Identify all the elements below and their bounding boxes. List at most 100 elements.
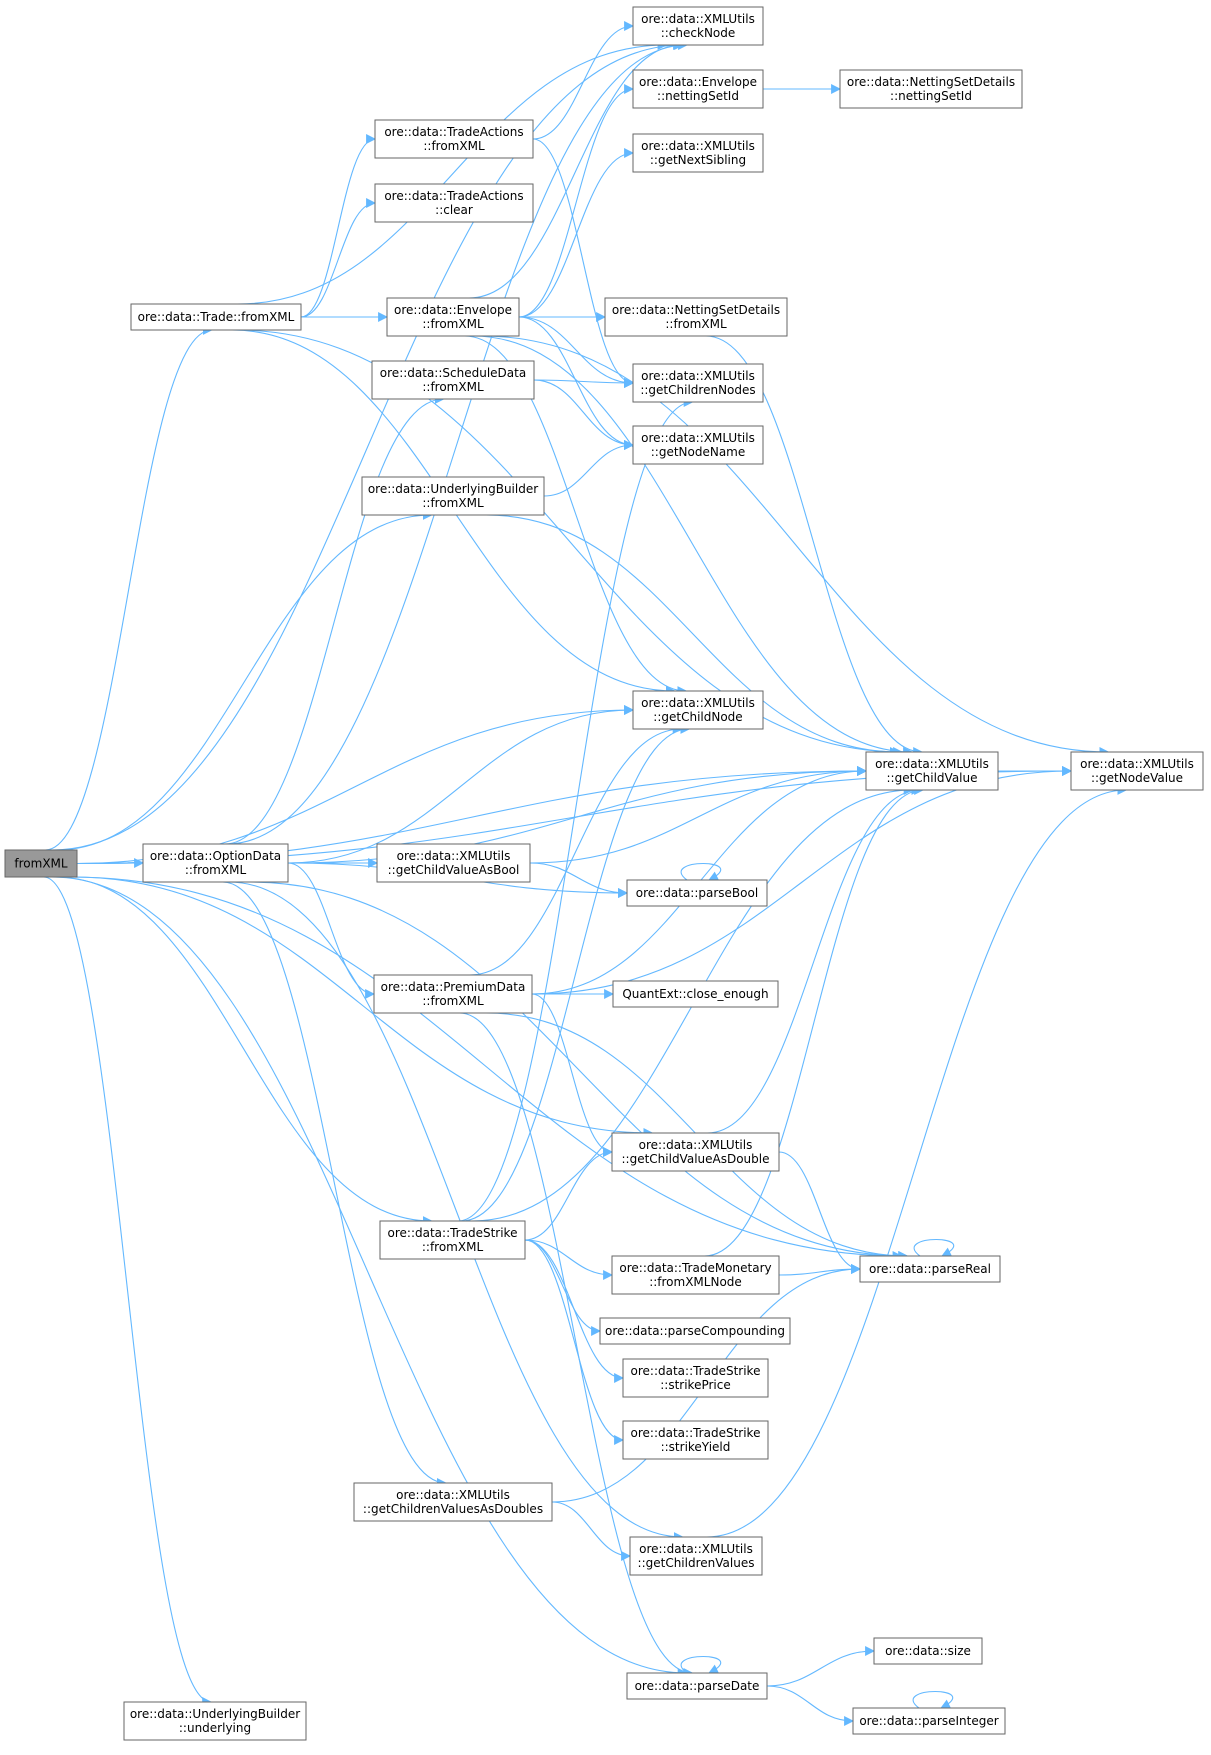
edge-taFromXML-to-getChildrenNodes (532, 138, 634, 388)
node-box (873, 1637, 983, 1665)
node-box (123, 1701, 307, 1741)
edge-tsFromXML-to-strikePrice (524, 1239, 624, 1383)
node-label: ore::data::XMLUtils (641, 369, 755, 383)
node-label: ore::data::XMLUtils (639, 1542, 753, 1556)
node-nsdNettingSetId[interactable]: ore::data::NettingSetDetails::nettingSet… (839, 69, 1023, 109)
edge-getChildValueAsBool-to-getChildValue (529, 766, 867, 864)
node-box (632, 133, 764, 173)
edge-odFromXML-to-getChildNode (287, 705, 634, 864)
node-tsFromXML[interactable]: ore::data::TradeStrike::fromXML (379, 1220, 526, 1260)
node-label: ore::data::TradeActions (384, 189, 523, 203)
node-label: ::nettingSetId (657, 89, 739, 103)
node-root[interactable]: fromXML (4, 849, 78, 878)
node-envNettingSetId[interactable]: ore::data::Envelope::nettingSetId (632, 69, 764, 109)
node-box (386, 297, 520, 337)
node-box (361, 476, 545, 516)
node-label: ::getNodeName (651, 445, 746, 459)
node-label: ore::data::parseReal (869, 1262, 991, 1276)
node-box (599, 1317, 791, 1345)
edge-tsFromXML-to-getChildNode (461, 724, 691, 1222)
node-label: ore::data::XMLUtils (641, 12, 755, 26)
node-box (611, 1132, 780, 1172)
node-label: ore::data::NettingSetDetails (847, 75, 1015, 89)
node-closeEnough[interactable]: QuantExt::close_enough (612, 980, 779, 1008)
node-getChildValueAsDouble[interactable]: ore::data::XMLUtils::getChildValueAsDoub… (611, 1132, 780, 1172)
node-parseInteger[interactable]: ore::data::parseInteger (852, 1707, 1006, 1735)
edge-root-to-parseReal (70, 876, 903, 1261)
node-box (632, 69, 764, 109)
edge-envFromXML-to-getChildValue (472, 335, 913, 757)
edge-sdFromXML-to-getChildrenNodes (533, 378, 634, 388)
node-label: ::fromXML (185, 863, 247, 877)
edge-tsFromXML-to-getChildrenNodes (457, 397, 694, 1222)
edge-getChildrenValues-to-getNodeValue (706, 785, 1128, 1538)
node-label: ::checkNode (661, 26, 736, 40)
node-getChildrenValuesAsDoubles[interactable]: ore::data::XMLUtils::getChildrenValuesAs… (353, 1482, 553, 1522)
node-parseDate[interactable]: ore::data::parseDate (626, 1672, 768, 1700)
edge-root-to-parseDate (51, 876, 688, 1678)
edge-odFromXML-to-getChildrenValues (228, 881, 684, 1542)
edge-ubFromXML-to-getChildValue (486, 514, 900, 757)
node-pdFromXML[interactable]: ore::data::PremiumData::fromXML (373, 974, 533, 1014)
node-label: ::getChildValueAsDouble (622, 1152, 770, 1166)
node-box (373, 974, 533, 1014)
node-box (632, 6, 764, 46)
node-getNextSibling[interactable]: ore::data::XMLUtils::getNextSibling (632, 133, 764, 173)
node-box (622, 1358, 769, 1398)
node-getChildValue[interactable]: ore::data::XMLUtils::getChildValue (865, 751, 999, 791)
node-getNodeName[interactable]: ore::data::XMLUtils::getNodeName (632, 425, 764, 465)
node-box (865, 751, 999, 791)
edge-odFromXML-to-checkNode (226, 40, 688, 845)
edge-envFromXML-to-getNextSibling (518, 148, 634, 318)
node-parseCompounding[interactable]: ore::data::parseCompounding (599, 1317, 791, 1345)
edge-pdFromXML-to-getNodeValue (531, 766, 1072, 995)
edge-tradeFromXML-to-getChildValue (236, 329, 903, 757)
edge-taFromXML-to-checkNode (532, 21, 634, 140)
node-parseReal[interactable]: ore::data::parseReal (859, 1255, 1001, 1283)
node-box (632, 363, 764, 403)
node-taFromXML[interactable]: ore::data::TradeActions::fromXML (374, 119, 534, 159)
node-checkNode[interactable]: ore::data::XMLUtils::checkNode (632, 6, 764, 46)
node-label: ore::data::UnderlyingBuilder (368, 482, 538, 496)
node-label: ore::data::UnderlyingBuilder (130, 1707, 300, 1721)
edge-getChildValueAsDouble-to-parseReal (778, 1151, 861, 1274)
node-label: ore::data::XMLUtils (396, 1488, 510, 1502)
edge-tradeFromXML-to-checkNode (237, 40, 668, 305)
edge-tradeFromXML-to-taFromXML (300, 134, 376, 318)
node-box (130, 303, 302, 331)
node-taClear[interactable]: ore::data::TradeActions::clear (374, 183, 534, 223)
node-parseBool[interactable]: ore::data::parseBool (626, 879, 768, 907)
node-getChildNode[interactable]: ore::data::XMLUtils::getChildNode (632, 690, 764, 730)
edge-root-to-checkNode (51, 40, 685, 851)
node-size[interactable]: ore::data::size (873, 1637, 983, 1665)
node-getChildrenNodes[interactable]: ore::data::XMLUtils::getChildrenNodes (632, 363, 764, 403)
edge-getChildValueAsDouble-to-getChildValue (707, 785, 922, 1134)
node-envFromXML[interactable]: ore::data::Envelope::fromXML (386, 297, 520, 337)
node-label: ::strikeYield (661, 1440, 731, 1454)
node-strikePrice[interactable]: ore::data::TradeStrike::strikePrice (622, 1358, 769, 1398)
node-getChildrenValues[interactable]: ore::data::XMLUtils::getChildrenValues (629, 1536, 763, 1576)
node-tmFromXMLNode[interactable]: ore::data::TradeMonetary::fromXMLNode (611, 1255, 780, 1295)
node-label: ore::data::size (885, 1644, 971, 1658)
node-ubUnderlying[interactable]: ore::data::UnderlyingBuilder::underlying (123, 1701, 307, 1741)
edge-tsFromXML-to-getChildValueAsDouble (524, 1147, 613, 1241)
node-getChildValueAsBool[interactable]: ore::data::XMLUtils::getChildValueAsBool (376, 843, 531, 883)
node-odFromXML[interactable]: ore::data::OptionData::fromXML (142, 843, 289, 883)
node-box (376, 843, 531, 883)
node-label: ore::data::TradeStrike (388, 1226, 518, 1240)
node-label: ::fromXML (423, 139, 485, 153)
edge-getChildValueAsBool-to-parseBool (529, 862, 628, 898)
node-label: QuantExt::close_enough (622, 987, 768, 1001)
node-ubFromXML[interactable]: ore::data::UnderlyingBuilder::fromXML (361, 476, 545, 516)
edge-parseBool-to-parseBool (680, 862, 722, 881)
node-nsdFromXML[interactable]: ore::data::NettingSetDetails::fromXML (604, 297, 788, 337)
node-box (612, 980, 779, 1008)
node-label: ore::data::PremiumData (381, 980, 526, 994)
node-strikeYield[interactable]: ore::data::TradeStrike::strikeYield (622, 1420, 769, 1460)
node-getNodeValue[interactable]: ore::data::XMLUtils::getNodeValue (1070, 751, 1204, 791)
edge-nsdFromXML-to-getChildValue (705, 335, 924, 757)
node-tradeFromXML[interactable]: ore::data::Trade::fromXML (130, 303, 302, 331)
node-box (371, 360, 535, 400)
node-sdFromXML[interactable]: ore::data::ScheduleData::fromXML (371, 360, 535, 400)
node-label: ::fromXML (422, 380, 484, 394)
